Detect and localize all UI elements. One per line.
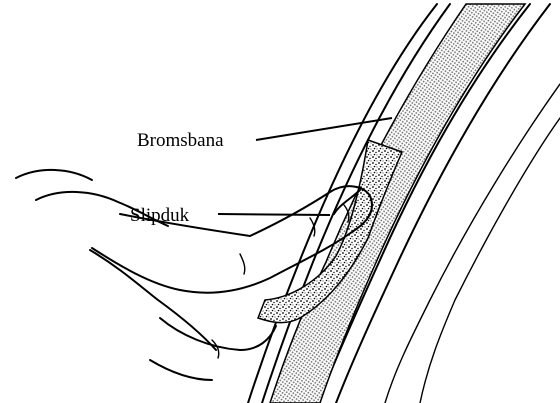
brake-track-leader: [256, 118, 392, 140]
brake-track-label: Bromsbana: [137, 130, 224, 151]
sanding-cloth-label: Slipduk: [130, 205, 190, 226]
sanding-cloth-leader: [218, 214, 330, 215]
